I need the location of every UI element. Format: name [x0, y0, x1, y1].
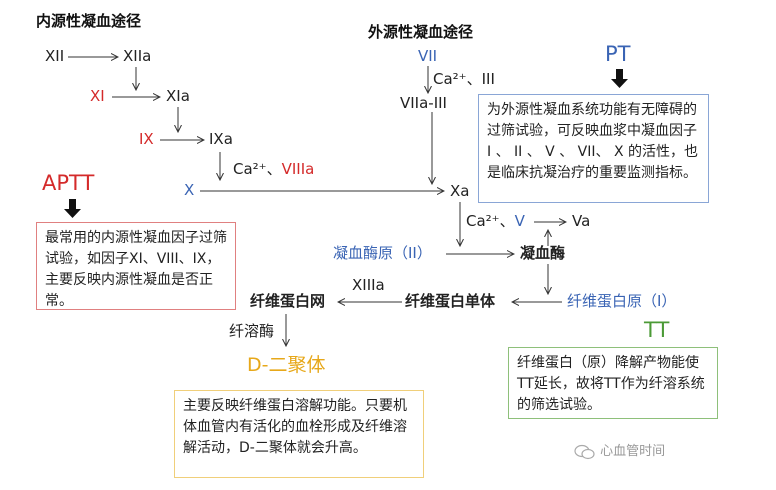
tt-label: TT: [644, 318, 670, 342]
factor-vii: VII: [418, 47, 438, 65]
factor-xi: XI: [90, 87, 105, 105]
factor-xii: XII: [45, 47, 65, 65]
pt-description-box: 为外源性凝血系统功能有无障碍的过筛试验，可反映血浆中凝血因子 I 、 II 、 …: [478, 94, 709, 203]
pt-label: PT: [605, 42, 631, 66]
fibrin-monomer: 纤维蛋白单体: [405, 292, 496, 310]
cofactor-ca-iii: Ca²⁺、III: [433, 70, 495, 88]
complex-viia-iii: VIIa-III: [400, 94, 447, 112]
tt-description-box: 纤维蛋白（原）降解产物能使TT延长，故将TT作为纤溶系统的筛选试验。: [508, 347, 718, 419]
watermark: 心血管时间: [574, 440, 665, 460]
factor-xia: XIa: [166, 87, 190, 105]
ca-label-2: Ca²⁺、: [466, 212, 515, 230]
tt-description: 纤维蛋白（原）降解产物能使TT延长，故将TT作为纤溶系统的筛选试验。: [517, 355, 705, 413]
cofactor-ca-viiia: Ca²⁺、VIIIa: [233, 160, 315, 178]
pt-down-arrow: [611, 69, 628, 88]
watermark-text: 心血管时间: [600, 444, 666, 459]
ca-label: Ca²⁺、: [233, 160, 282, 178]
pt-description: 为外源性凝血系统功能有无障碍的过筛试验，可反映血浆中凝血因子 I 、 II 、 …: [487, 102, 698, 181]
extrinsic-pathway-title: 外源性凝血途径: [368, 23, 474, 41]
factor-va: Va: [572, 212, 591, 230]
d-dimer: D-二聚体: [247, 354, 326, 376]
cofactor-ca-v: Ca²⁺、V: [466, 212, 525, 230]
wechat-icon: [574, 444, 595, 459]
factor-ixa: IXa: [209, 130, 233, 148]
ddimer-description-box: 主要反映纤维蛋白溶解功能。只要机体血管内有活化的血栓形成及纤维溶解活动，D-二聚…: [174, 390, 424, 478]
factor-xa: Xa: [450, 182, 470, 200]
factor-xiiia: XIIIa: [352, 276, 385, 294]
fibrin-mesh: 纤维蛋白网: [250, 292, 326, 310]
fibrinogen: 纤维蛋白原（I）: [567, 292, 677, 310]
factor-viiia: VIIIa: [281, 160, 315, 178]
factor-ix: IX: [139, 130, 154, 148]
plasmin: 纤溶酶: [229, 322, 275, 340]
intrinsic-pathway-title: 内源性凝血途径: [36, 12, 142, 30]
ddimer-description: 主要反映纤维蛋白溶解功能。只要机体血管内有活化的血栓形成及纤维溶解活动，D-二聚…: [183, 398, 407, 456]
factor-x: X: [184, 181, 195, 199]
aptt-label: APTT: [42, 171, 95, 195]
aptt-description: 最常用的内源性凝血因子过筛试验，如因子XI、VIII、IX，主要反映内源性凝血是…: [45, 230, 227, 309]
aptt-down-arrow: [64, 199, 81, 218]
thrombin: 凝血酶: [520, 244, 566, 262]
factor-xiia: XIIa: [123, 47, 152, 65]
prothrombin: 凝血酶原（II）: [333, 244, 432, 262]
factor-v: V: [514, 212, 525, 230]
aptt-description-box: 最常用的内源性凝血因子过筛试验，如因子XI、VIII、IX，主要反映内源性凝血是…: [36, 222, 236, 310]
